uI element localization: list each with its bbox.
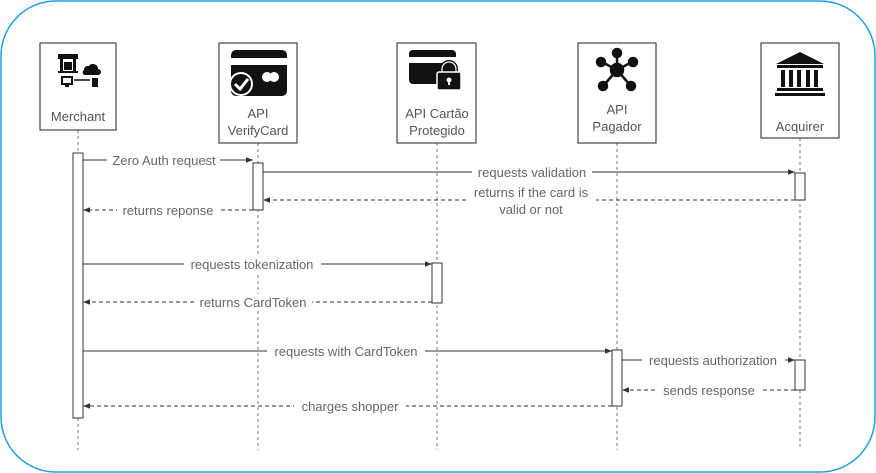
message-label: returns CardToken [200, 295, 307, 310]
bank-icon [775, 52, 825, 96]
activation-cartao [431, 262, 443, 304]
message-label: valid or not [499, 202, 563, 217]
participant-verifycard: API VerifyCard [218, 42, 298, 144]
participant-label-line: API [607, 102, 628, 117]
message-label: requests with CardToken [274, 344, 417, 359]
participant-label-line: Acquirer [776, 119, 825, 134]
participant-label-line: Merchant [51, 109, 106, 124]
message-label: requests authorization [649, 353, 777, 368]
message-label: requests validation [478, 165, 586, 180]
activation-merchant [72, 152, 84, 419]
participant-label-line: API [248, 106, 269, 121]
credit-card-check-icon [229, 50, 287, 96]
message-label: sends response [663, 383, 755, 398]
participant-label-line: VerifyCard [228, 123, 289, 138]
activation-acquirer-validation [794, 172, 806, 201]
activation-pagador [611, 349, 623, 407]
message-label: requests tokenization [191, 257, 314, 272]
activation-verifycard [252, 162, 264, 211]
activation-bars [72, 152, 806, 419]
message-label-backgrounds [107, 152, 785, 414]
message-label: Zero Auth request [112, 153, 216, 168]
message-label: charges shopper [302, 399, 400, 414]
participant-label-line: Protegido [409, 123, 465, 138]
merchant-store-icon [58, 54, 101, 87]
participant-label-line: Pagador [592, 119, 642, 134]
participant-pagador: API Pagador [577, 42, 657, 144]
participant-cartao: API Cartão Protegido [396, 42, 477, 144]
message-labels: Zero Auth request requests validation re… [112, 153, 777, 414]
message-label: returns if the card is [474, 185, 589, 200]
participant-label-line: API Cartão [405, 106, 469, 121]
credit-card-lock-icon [409, 50, 462, 91]
participant-merchant: Merchant [39, 42, 117, 131]
message-label: returns reponse [122, 203, 213, 218]
participant-acquirer: Acquirer [760, 42, 840, 139]
network-hub-icon [595, 47, 639, 92]
activation-acquirer-authorization [794, 359, 806, 391]
